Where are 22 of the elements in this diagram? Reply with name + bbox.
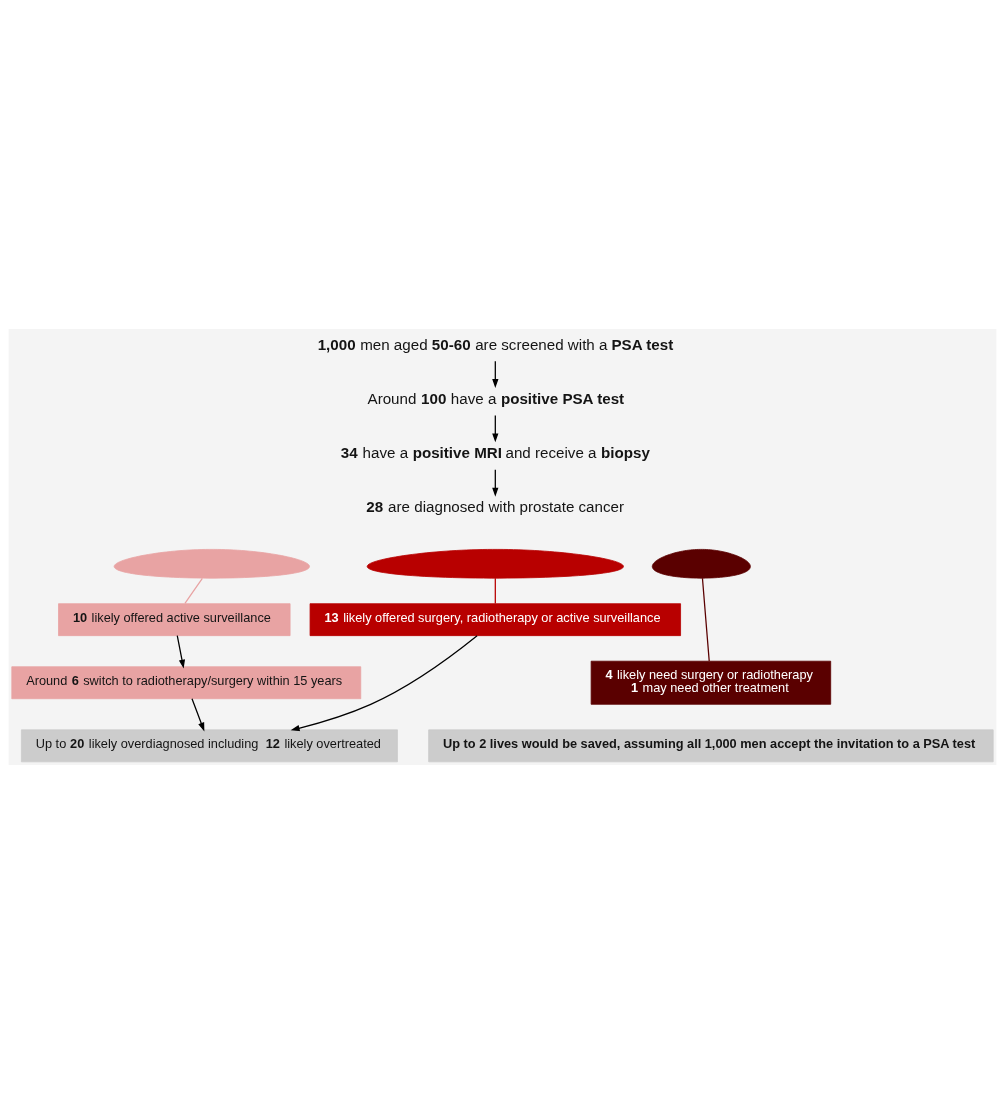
- arrow: [176, 635, 186, 669]
- connector: [494, 577, 496, 605]
- connector: [701, 577, 710, 662]
- node-box: 10 likely offered active surveillance: [58, 603, 291, 637]
- node-text: 28 are diagnosed with prostate cancer: [366, 498, 625, 516]
- node-text: 1,000 men aged 50-60 are screened with a PSA test: [317, 335, 674, 353]
- arrow: [290, 635, 478, 732]
- node-text: 34 have a positive MRI and receive a biopsy: [340, 444, 650, 462]
- node-box: 4 likely need surgery or radiotherapy 1 may need other treatment: [590, 660, 832, 705]
- arrow: [492, 469, 499, 497]
- node-person: [366, 549, 624, 579]
- arrow: [492, 414, 499, 443]
- node-box: Up to 20 likely overdiagnosed including 12 likely overtreated: [21, 729, 398, 763]
- node-box: Around 6 switch to radiotherapy/surgery within 15 years: [11, 666, 362, 700]
- node-box: 13 likely offered surgery, radiotherapy or active surveillance: [309, 603, 681, 637]
- node-person: [651, 549, 751, 579]
- node-person: [113, 549, 310, 579]
- connector: [184, 577, 203, 605]
- node-text: Around 100 have a positive PSA test: [367, 389, 625, 407]
- arrow: [492, 360, 499, 389]
- arrow: [191, 698, 205, 732]
- node-box: Up to 2 lives would be saved, assuming all 1,000 men accept the invitation to a PSA test: [428, 729, 994, 763]
